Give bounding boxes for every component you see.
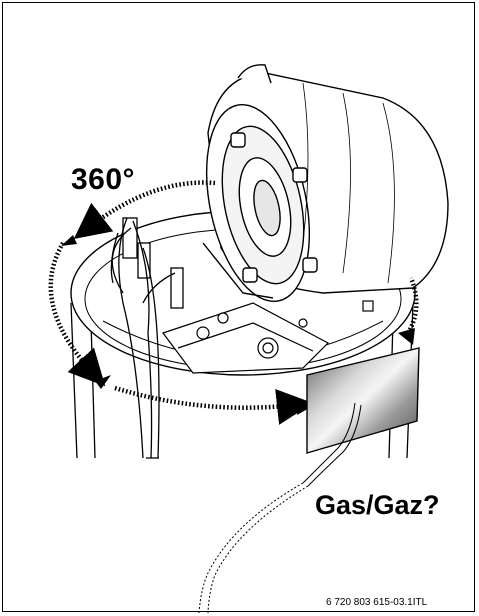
base-bracket — [162, 300, 374, 374]
figure-code: 6 720 803 615-03.1ITL — [326, 597, 428, 608]
electrode-wires — [110, 217, 184, 459]
rotation-arrowheads — [61, 235, 415, 415]
rotation-label: 360° — [71, 163, 136, 196]
gas-question-label: Gas/Gaz? — [315, 490, 440, 520]
inspection-mirror — [306, 347, 420, 454]
burner-fan-housing — [202, 64, 449, 303]
figure-frame: 360° Gas/Gaz? 6 720 803 615-03.1ITL — [2, 2, 475, 613]
mirror-handle — [198, 402, 362, 613]
rotation-arrow — [48, 180, 419, 425]
heater-illustration — [48, 64, 449, 613]
